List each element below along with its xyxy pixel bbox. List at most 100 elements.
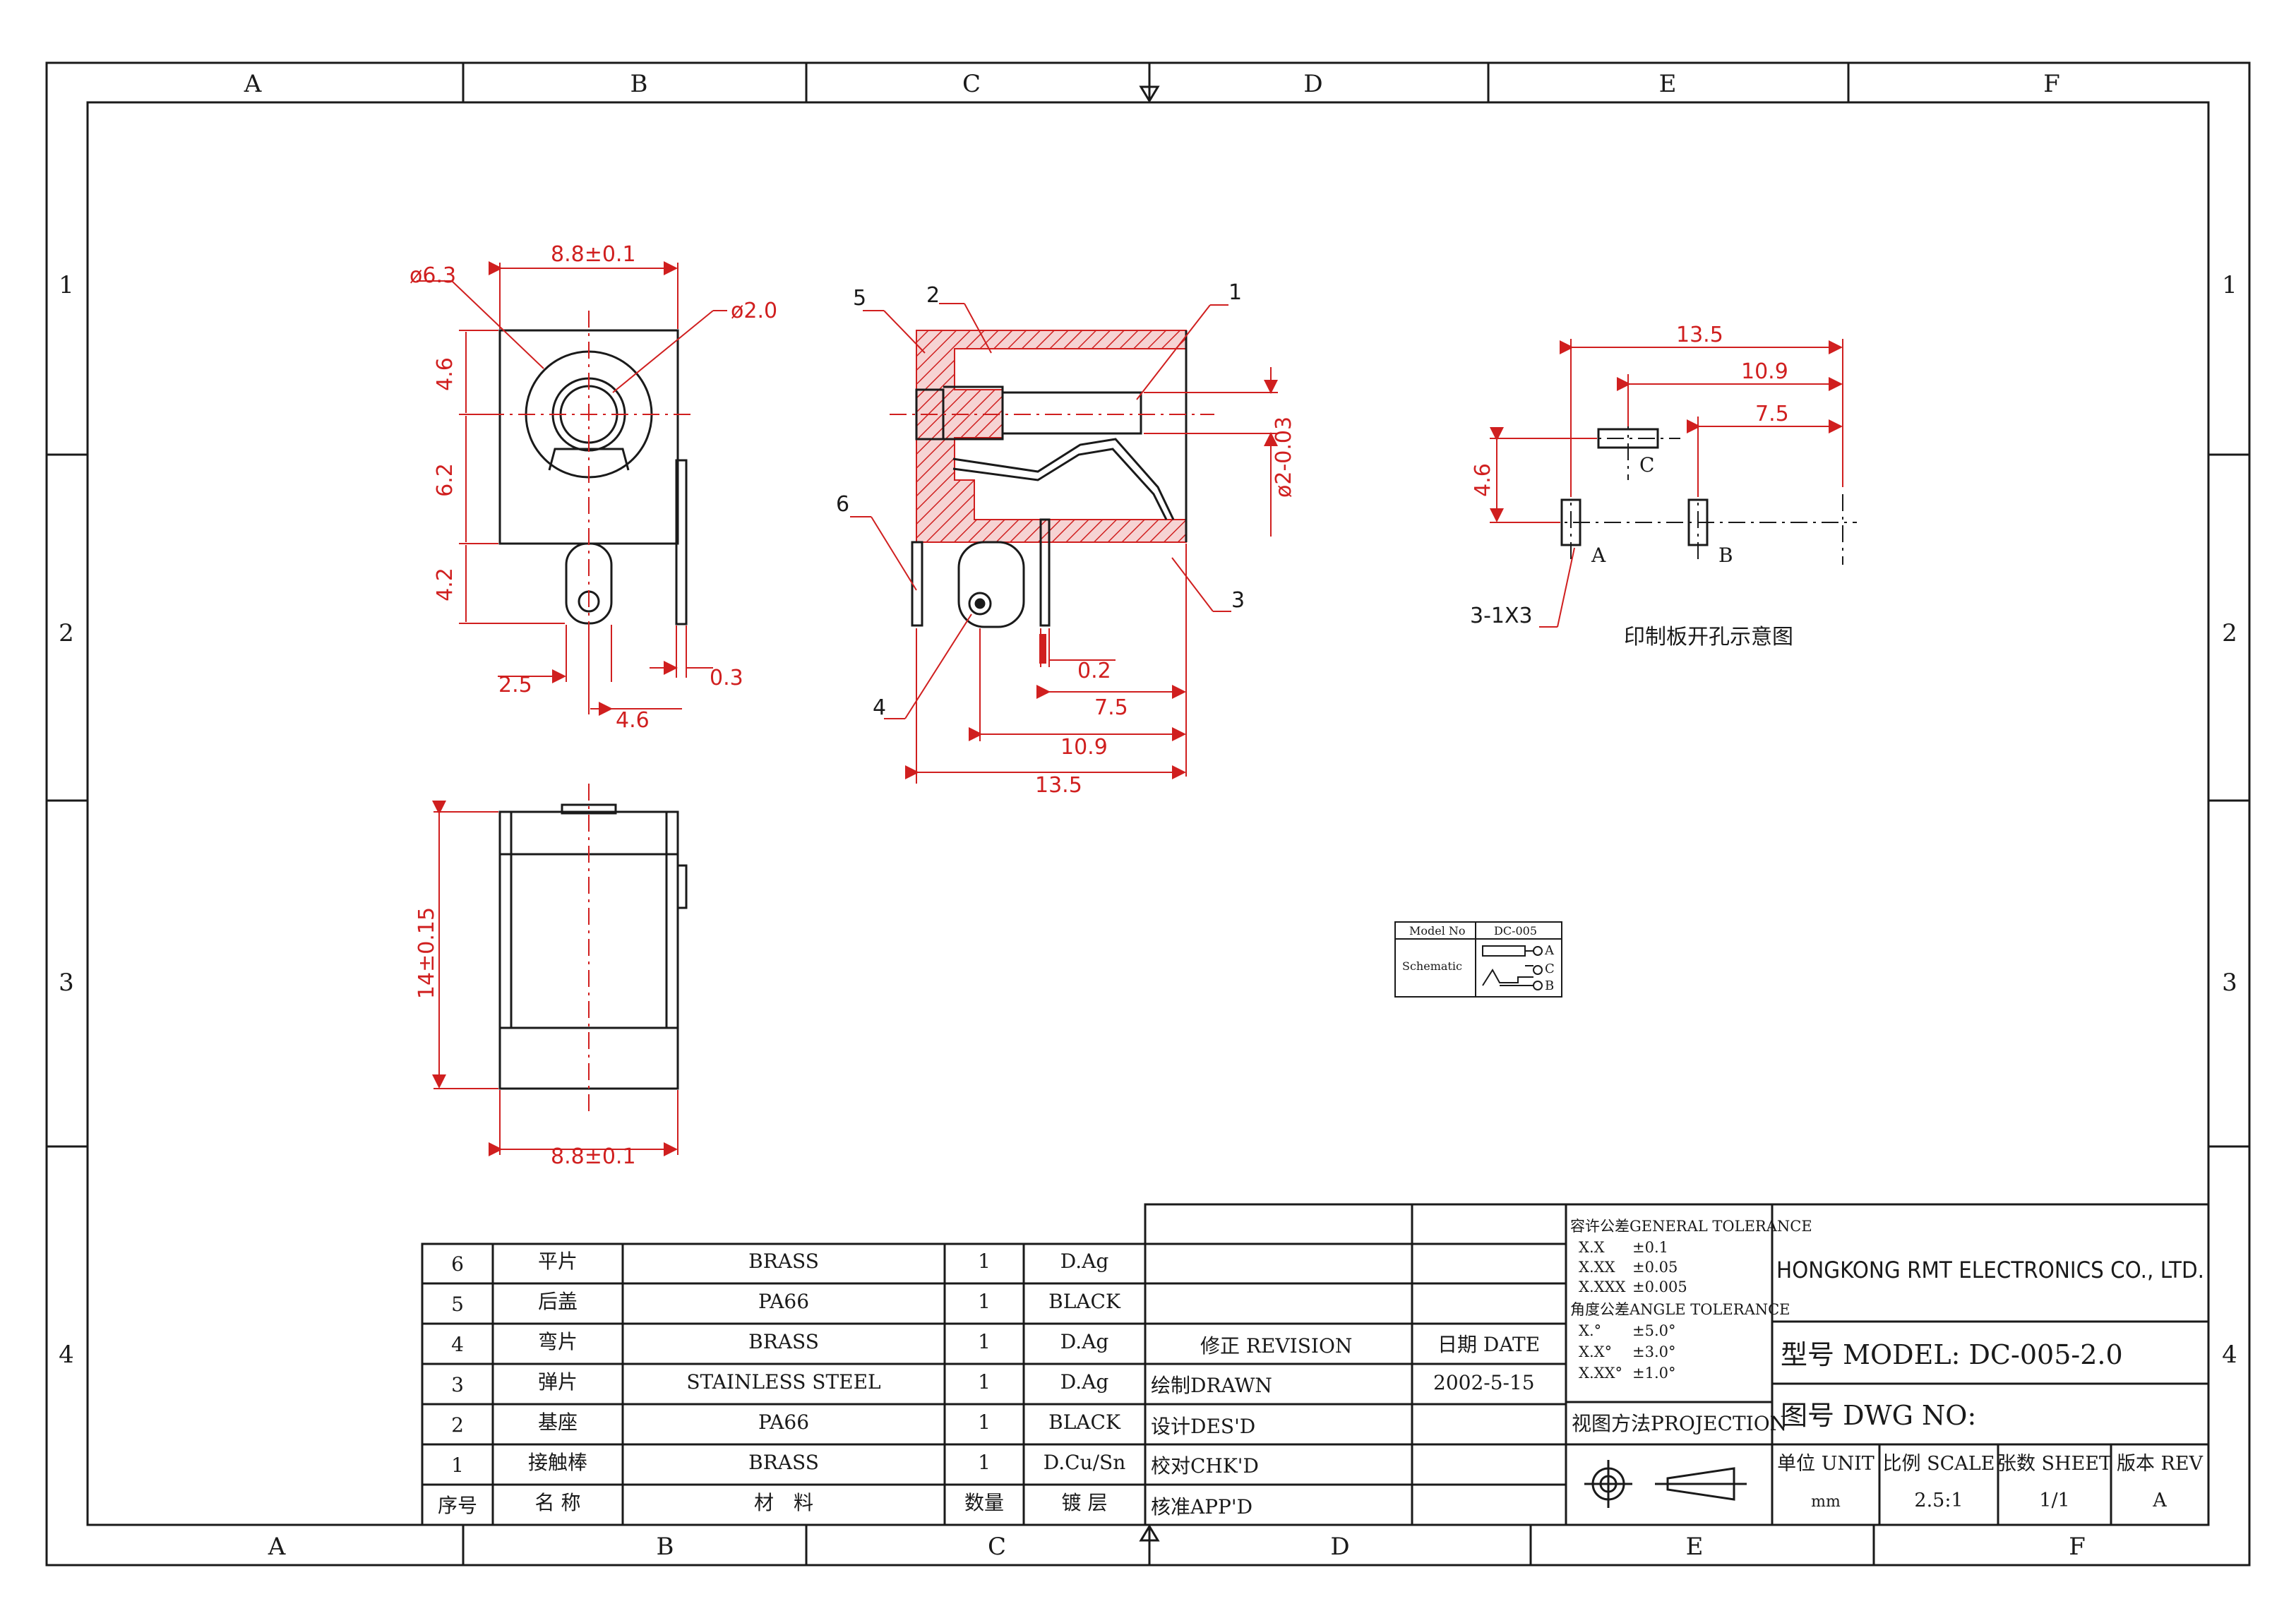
tab-thickness-marker	[1039, 634, 1046, 664]
dim-h2: 6.2	[433, 463, 458, 497]
bom-cell: 基座	[538, 1411, 578, 1434]
check-label: 校对CHK'D	[1151, 1454, 1259, 1478]
bom-cell: PA66	[758, 1411, 809, 1434]
callout-4: 4	[873, 695, 886, 720]
revision-label: 修正 REVISION	[1200, 1334, 1352, 1358]
col-label: D	[1303, 70, 1322, 98]
row-label: 3	[59, 969, 74, 997]
tol-key: X.XXX	[1579, 1278, 1626, 1295]
bom-cell: 弹片	[538, 1370, 578, 1394]
dim-body-height: 14±0.15	[414, 907, 439, 999]
schematic-pin-c: C	[1545, 962, 1555, 976]
pad-a-label: A	[1591, 544, 1606, 567]
projection-label: 视图方法PROJECTION	[1572, 1412, 1787, 1435]
rev-label: 版本 REV	[2117, 1453, 2204, 1475]
pcb-layout: 13.5 10.9 7.5 4.6 A B C 3-1X3 印制板开孔示意图	[1470, 323, 1857, 649]
schematic-pin-a: A	[1544, 943, 1555, 958]
col-label: C	[988, 1533, 1006, 1561]
pcb-caption: 印制板开孔示意图	[1624, 625, 1793, 649]
bom-header: 材 料	[754, 1491, 813, 1514]
bom-cell: 接触棒	[528, 1451, 587, 1474]
projection-symbol-icon	[1584, 1460, 1747, 1508]
pad-c-label: C	[1639, 453, 1654, 477]
bom-header: 镀 层	[1062, 1491, 1108, 1514]
bom-cell: BRASS	[748, 1330, 819, 1353]
tolerance-block: 容许公差GENERAL TOLERANCE X.X ±0.1 X.XX ±0.0…	[1565, 1203, 1812, 1526]
scale-label: 比例 SCALE	[1883, 1453, 1995, 1475]
bom-cell: 平片	[538, 1250, 578, 1273]
bom-cell: 1	[978, 1411, 991, 1434]
dim-l1: 7.5	[1094, 695, 1128, 720]
revision-block: 修正 REVISION 日期 DATE 绘制DRAWN 2002-5-15 设计…	[1144, 1203, 1567, 1526]
col-label: A	[244, 70, 262, 98]
row-label: 4	[59, 1341, 74, 1369]
sheet-label: 张数 SHEET	[1997, 1453, 2112, 1475]
dim-front-width: 8.8±0.1	[551, 242, 636, 267]
dim-body-width: 8.8±0.1	[551, 1144, 636, 1169]
bom-cell: BRASS	[748, 1451, 819, 1474]
col-label: B	[630, 70, 648, 98]
tol-key: X.X°	[1579, 1343, 1612, 1360]
drawn-label: 绘制DRAWN	[1151, 1374, 1272, 1397]
pad-b-label: B	[1718, 544, 1733, 567]
bom-cell: D.Ag	[1060, 1250, 1109, 1273]
angle-tolerance-label: 角度公差ANGLE TOLERANCE	[1570, 1301, 1790, 1318]
row-label: 4	[2222, 1341, 2237, 1369]
bom-cell: 1	[978, 1330, 991, 1353]
bom-cell: 1	[978, 1451, 991, 1474]
bom-header: 序号	[438, 1494, 477, 1517]
bom-cell: 1	[978, 1370, 991, 1394]
row-label: 3	[2222, 969, 2237, 997]
dim-pcb-109: 10.9	[1741, 359, 1788, 384]
schematic-label: Schematic	[1402, 959, 1462, 973]
schematic-model-value: DC-005	[1494, 924, 1537, 938]
bom-cell: D.Ag	[1060, 1330, 1109, 1353]
rev-value: A	[2152, 1490, 2167, 1511]
dim-l3: 13.5	[1035, 773, 1082, 798]
column-labels-top: A B C D E F	[244, 70, 2060, 98]
tol-val: ±3.0°	[1632, 1343, 1676, 1360]
row-labels: 1 2 3 4 1 2 3 4	[59, 271, 2237, 1369]
bom-cell: BRASS	[748, 1250, 819, 1273]
slot-size-label: 3-1X3	[1470, 604, 1533, 628]
dim-h1: 4.6	[433, 357, 458, 391]
bom-cell: BLACK	[1048, 1290, 1121, 1313]
dim-h3: 4.2	[433, 568, 458, 601]
bom-cell: 6	[451, 1252, 464, 1276]
dim-pin-gap: 4.6	[616, 708, 650, 733]
row-label: 1	[2222, 271, 2237, 299]
date-label: 日期 DATE	[1437, 1333, 1540, 1356]
schematic-model-label: Model No	[1409, 924, 1466, 938]
dim-pin-x: 2.5	[498, 673, 532, 697]
dim-outer-dia: ø6.3	[409, 263, 456, 288]
bom-cell: 弯片	[538, 1330, 578, 1353]
bom-cell: D.Cu/Sn	[1044, 1451, 1125, 1474]
title-block: HONGKONG RMT ELECTRONICS CO., LTD. 型号 MO…	[1771, 1203, 2210, 1526]
bom-cell: 1	[978, 1290, 991, 1313]
tol-key: X.XX	[1579, 1259, 1615, 1276]
bom-cell: 1	[978, 1250, 991, 1273]
front-view: 8.8±0.1 ø6.3 ø2.0 4.6 6.2 4.2 2.5 4.6 0.…	[409, 242, 777, 733]
col-label: A	[268, 1533, 286, 1561]
tol-val: ±0.1	[1632, 1239, 1668, 1256]
callout-3: 3	[1231, 588, 1245, 613]
bom-header: 名 称	[535, 1491, 581, 1514]
unit-label: 单位 UNIT	[1777, 1453, 1875, 1475]
bom-cell: 5	[451, 1293, 464, 1316]
company-name: HONGKONG RMT ELECTRONICS CO., LTD.	[1776, 1257, 2204, 1283]
model-number: 型号 MODEL: DC-005-2.0	[1781, 1339, 2123, 1370]
tol-key: X.XX°	[1579, 1365, 1622, 1382]
design-label: 设计DES'D	[1151, 1415, 1255, 1438]
bom-cell: STAINLESS STEEL	[686, 1370, 880, 1394]
tol-val: ±5.0°	[1632, 1322, 1676, 1339]
bom-cell: PA66	[758, 1290, 809, 1313]
col-label: F	[2043, 70, 2060, 98]
tol-key: X.X	[1579, 1239, 1605, 1256]
approve-label: 核准APP'D	[1151, 1495, 1252, 1519]
col-label: E	[1686, 1533, 1704, 1561]
bom-cell: BLACK	[1048, 1411, 1121, 1434]
dim-pcb-135: 13.5	[1676, 323, 1723, 347]
drawn-date: 2002-5-15	[1433, 1371, 1535, 1394]
sheet-value: 1/1	[2039, 1490, 2069, 1511]
bottom-view: 14±0.15 8.8±0.1	[414, 784, 688, 1169]
